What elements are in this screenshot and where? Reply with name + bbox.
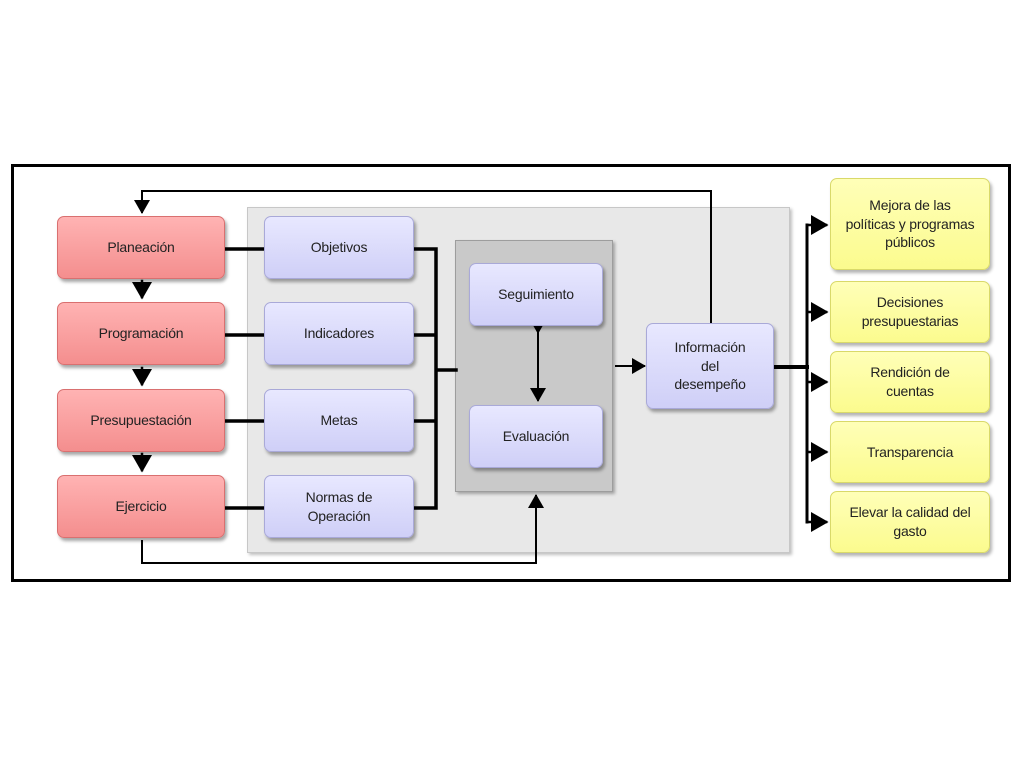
outcome-politicas: Mejora de las políticas y programas públ… [830, 178, 990, 270]
outcome-label: Elevar la calidad del gasto [849, 504, 971, 539]
performance-info-box: Información del desempeño [646, 323, 774, 409]
outcome-label: Mejora de las políticas y programas públ… [845, 196, 975, 251]
evaluacion-label: Evaluación [502, 428, 570, 445]
evaluacion-box: Evaluación [469, 405, 603, 468]
seguimiento-label: Seguimiento [498, 286, 574, 303]
outcome-label: Rendición de cuentas [870, 364, 950, 399]
step-planeacion: Planeación [57, 216, 225, 279]
element-metas: Metas [264, 389, 414, 452]
element-objetivos: Objetivos [264, 216, 414, 279]
element-label: Indicadores [303, 325, 375, 342]
performance-info-label: Información del desempeño [674, 338, 746, 393]
step-label: Programación [98, 325, 184, 342]
step-presupuestacion: Presupuestación [57, 389, 225, 452]
element-label: Metas [320, 412, 358, 429]
outcome-calidad-gasto: Elevar la calidad del gasto [830, 491, 990, 553]
element-indicadores: Indicadores [264, 302, 414, 365]
outcome-label: Transparencia [866, 443, 954, 460]
step-label: Planeación [107, 239, 175, 256]
outcome-transparencia: Transparencia [830, 421, 990, 483]
outcome-decisiones: Decisiones presupuestarias [830, 281, 990, 343]
element-label: Normas de Operación [305, 488, 373, 524]
step-label: Ejercicio [115, 498, 167, 515]
element-label: Objetivos [310, 239, 368, 256]
element-normas: Normas de Operación [264, 475, 414, 538]
step-label: Presupuestación [90, 412, 192, 429]
outcome-rendicion: Rendición de cuentas [830, 351, 990, 413]
step-programacion: Programación [57, 302, 225, 365]
step-ejercicio: Ejercicio [57, 475, 225, 538]
seguimiento-box: Seguimiento [469, 263, 603, 326]
outcome-label: Decisiones presupuestarias [861, 294, 959, 329]
